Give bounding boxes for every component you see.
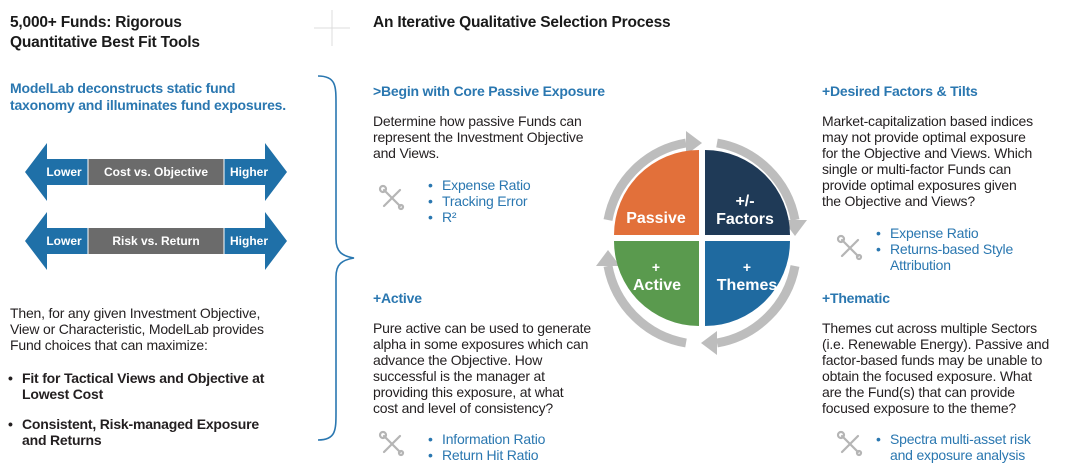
left-title-line-2: Quantitative Best Fit Tools <box>10 34 200 51</box>
active-desc-line: Pure active can be used to generate <box>373 320 591 336</box>
factors-label-line-2: Factors <box>716 211 774 228</box>
risk-arrow-shape <box>25 212 287 270</box>
left-body-line-1: Then, for any given Investment Objective… <box>10 305 261 321</box>
tools-icon <box>836 430 863 457</box>
left-body-text: Then, for any given Investment Objective… <box>10 305 264 353</box>
passive-desc-line: and Views. <box>373 145 440 161</box>
factors-quadrant <box>705 150 790 235</box>
thematic-desc-line: Themes cut across multiple Sectors <box>822 320 1037 336</box>
ring-arc-top-left <box>603 138 687 221</box>
active-desc-line: cost and level of consistency? <box>373 400 553 416</box>
active-quadrant <box>614 241 699 326</box>
ring-arrowhead <box>701 331 717 355</box>
thematic-desc-line: are the Fund(s) that can provide <box>822 384 1015 400</box>
left-body-line-2: View or Characteristic, ModelLab provide… <box>10 321 264 337</box>
left-bullet-1-line-2: Lowest Cost <box>22 386 104 402</box>
thematic-metric-line: and exposure analysis <box>890 447 1026 463</box>
passive-metrics-list: Expense Ratio Tracking Error R² <box>428 177 531 225</box>
risk-arrow-lower-label: Lower <box>46 234 82 248</box>
factors-desc-line: the Objective and Views? <box>822 193 975 209</box>
selection-cycle-diagram: Passive +/- Factors + Active + Themes <box>596 131 807 355</box>
factors-desc-line: provide optimal exposures given <box>822 177 1017 193</box>
left-body-line-3: Fund choices that can maximize: <box>10 337 208 353</box>
passive-label: Passive <box>626 210 686 227</box>
risk-vs-return-arrow: Lower Risk vs. Return Higher <box>25 212 287 270</box>
active-metric-item: Information Ratio <box>428 431 545 447</box>
active-label-line-1: + <box>652 259 660 275</box>
left-bullet-item: Fit for Tactical Views and Objective at … <box>8 370 298 402</box>
active-description: Pure active can be used to generate alph… <box>373 320 591 416</box>
factors-heading: +Desired Factors & Tilts <box>822 83 978 99</box>
thematic-desc-line: focused exposure to the theme? <box>822 400 1017 416</box>
factors-desc-line: Market-capitalization based indices <box>822 113 1033 129</box>
cost-vs-objective-arrow: Lower Cost vs. Objective Higher <box>25 143 287 201</box>
left-bullet-list: Fit for Tactical Views and Objective at … <box>8 370 298 462</box>
thematic-desc-line: (i.e. Renewable Energy). Passive and <box>822 336 1050 352</box>
thematic-description: Themes cut across multiple Sectors (i.e.… <box>822 320 1049 416</box>
curly-brace <box>317 75 355 441</box>
left-bullet-2-line-2: and Returns <box>22 432 102 448</box>
left-intro: ModelLab deconstructs static fund taxono… <box>10 80 286 114</box>
risk-arrow-higher-label: Higher <box>229 234 268 248</box>
cost-arrow-shape <box>25 143 287 201</box>
passive-desc-line: Determine how passive Funds can <box>373 113 582 129</box>
active-desc-line: advance the Objective. How <box>373 352 543 368</box>
passive-metric-item: R² <box>428 209 530 225</box>
thematic-metric-item: Spectra multi-asset risk and exposure an… <box>876 431 1031 463</box>
right-title: An Iterative Qualitative Selection Proce… <box>373 14 671 31</box>
ring-arc-top-right <box>716 138 800 221</box>
factors-metric-item: Expense Ratio <box>876 225 1013 241</box>
cost-arrow-higher-label: Higher <box>229 165 268 179</box>
left-bullet-1-line-1: Fit for Tactical Views and Objective at <box>22 370 265 386</box>
thematic-desc-line: obtain the focused exposure. What <box>822 368 1032 384</box>
factors-desc-line: single or multi-factor Funds can <box>822 161 1011 177</box>
cost-arrow-lower-label: Lower <box>46 165 82 179</box>
cost-arrow-center-label: Cost vs. Objective <box>103 165 209 179</box>
passive-quadrant <box>614 150 699 235</box>
factors-metric-item: Returns-based Style Attribution <box>876 241 1013 273</box>
ring-arrowhead <box>686 131 702 155</box>
left-title-line-1: 5,000+ Funds: Rigorous <box>10 14 182 31</box>
left-bullet-2-line-1: Consistent, Risk-managed Exposure <box>22 416 259 432</box>
themes-quadrant <box>705 241 790 326</box>
active-metrics-list: Information Ratio Return Hit Ratio <box>428 431 545 463</box>
active-label-line-2: Active <box>633 277 681 294</box>
factors-label-line-1: +/- <box>735 193 754 210</box>
tools-icon <box>836 234 863 261</box>
active-heading: +Active <box>373 290 422 306</box>
passive-desc-line: represent the Investment Objective <box>373 129 584 145</box>
risk-arrow-center-label: Risk vs. Return <box>112 234 200 248</box>
left-bullet-item: Consistent, Risk-managed Exposure and Re… <box>8 416 298 448</box>
factors-description: Market-capitalization based indices may … <box>822 113 1033 209</box>
passive-heading: >Begin with Core Passive Exposure <box>373 83 605 99</box>
left-intro-line-1: ModelLab deconstructs static fund <box>10 80 236 96</box>
thematic-metric-line: Spectra multi-asset risk <box>890 431 1031 447</box>
passive-description: Determine how passive Funds can represen… <box>373 113 584 161</box>
thematic-metrics-list: Spectra multi-asset risk and exposure an… <box>876 431 1031 463</box>
thematic-heading: +Thematic <box>822 290 890 306</box>
active-metric-item: Return Hit Ratio <box>428 447 545 463</box>
tools-icon <box>378 184 405 211</box>
active-desc-line: successful is the manager at <box>373 368 545 384</box>
passive-metric-item: Tracking Error <box>428 193 530 209</box>
themes-label-line-2: Themes <box>717 277 778 294</box>
ring-arrowhead <box>596 250 620 266</box>
factors-metric-line: Attribution <box>890 257 951 273</box>
thematic-desc-line: factor-based funds may be unable to <box>822 352 1043 368</box>
ring-arc-bottom-right <box>716 265 800 348</box>
themes-label-line-1: + <box>743 259 751 275</box>
ring-arc-bottom-left <box>603 265 687 348</box>
left-title: 5,000+ Funds: Rigorous Quantitative Best… <box>10 13 200 53</box>
factors-desc-line: for the Objective and Views. Which <box>822 145 1033 161</box>
tools-icon <box>378 430 405 457</box>
factors-metric-line: Returns-based Style <box>890 241 1014 257</box>
factors-desc-line: may not provide optimal exposure <box>822 129 1026 145</box>
factors-metrics-list: Expense Ratio Returns-based Style Attrib… <box>876 225 1013 273</box>
left-intro-line-2: taxonomy and illuminates fund exposures. <box>10 97 286 113</box>
active-desc-line: alpha in some exposures which can <box>373 336 589 352</box>
passive-metric-item: Expense Ratio <box>428 177 531 193</box>
crosshair-divider <box>314 10 350 46</box>
active-desc-line: providing this exposure, at what <box>373 384 564 400</box>
